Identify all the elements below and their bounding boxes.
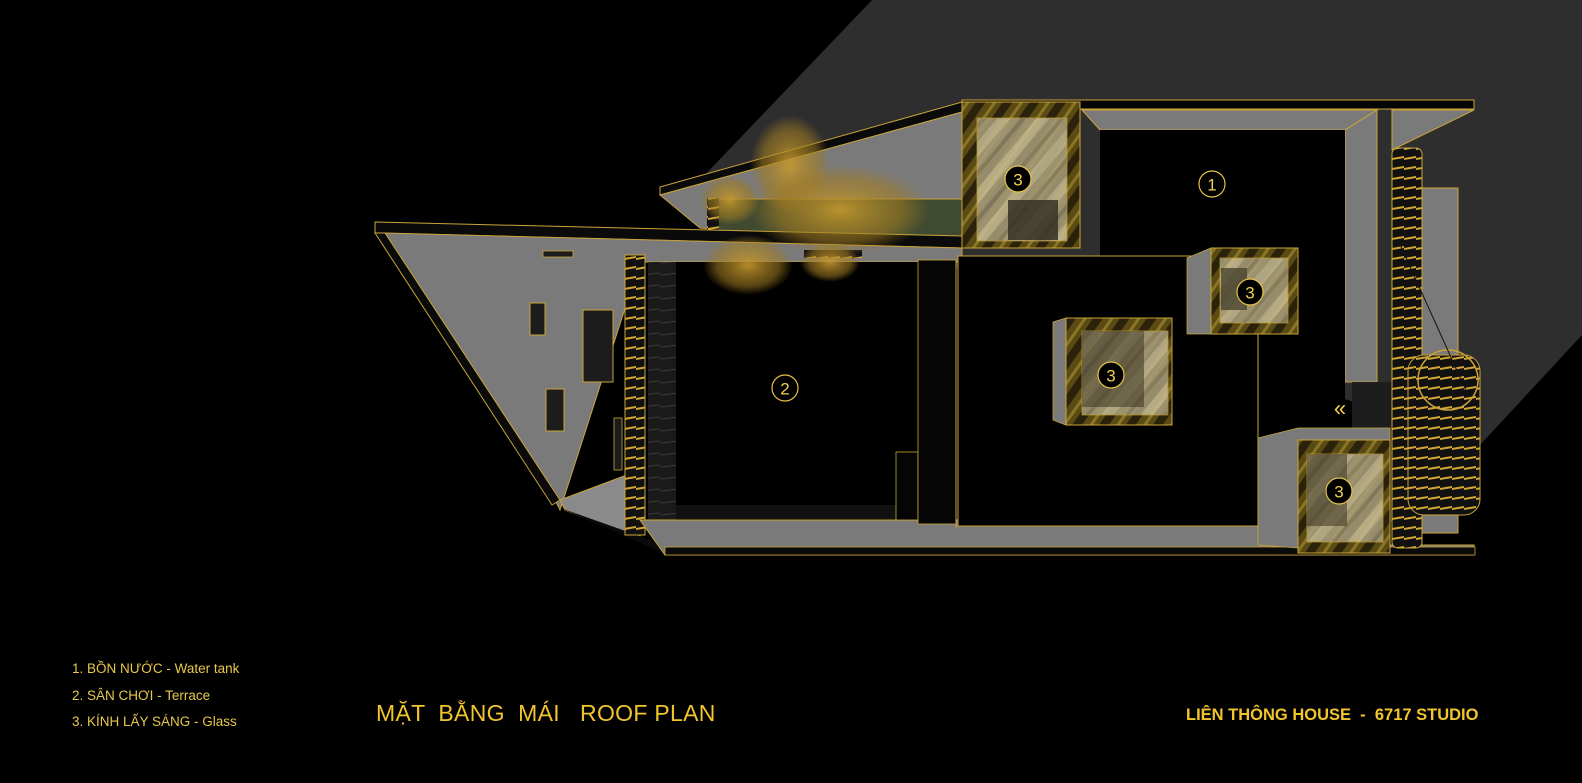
project-credit: LIÊN THÔNG HOUSE - 6717 STUDIO [1186, 706, 1479, 724]
tree-foliage [700, 115, 930, 295]
legend: 1. BỒN NƯỚC - Water tank 2. SÂN CHƠI - T… [72, 656, 239, 736]
skylight-center [1052, 317, 1173, 426]
legend-item-water-tank: 1. BỒN NƯỚC - Water tank [72, 661, 240, 676]
skylight-south [1257, 427, 1391, 554]
legend-item-glass: 3. KÍNH LẤY SÁNG - Glass [72, 714, 237, 729]
svg-text:2: 2 [780, 380, 789, 399]
tag-glass-1: 3 [1004, 165, 1032, 193]
tag-glass-2: 3 [1236, 278, 1264, 306]
legend-item-terrace: 2. SÂN CHƠI - Terrace [72, 687, 211, 703]
entrance-marker: « [1334, 396, 1346, 421]
drawing-title: MẶT BẰNG MÁI ROOF PLAN [376, 700, 716, 726]
svg-text:3: 3 [1245, 284, 1254, 303]
svg-text:3: 3 [1013, 171, 1022, 190]
svg-text:1: 1 [1207, 176, 1216, 195]
svg-text:3: 3 [1106, 367, 1115, 386]
tag-water-tank: 1 [1198, 170, 1226, 198]
tag-glass-4: 3 [1325, 477, 1353, 505]
staircase [1391, 147, 1481, 549]
svg-text:3: 3 [1334, 483, 1343, 502]
tag-glass-3: 3 [1097, 361, 1125, 389]
tag-terrace: 2 [771, 374, 799, 402]
